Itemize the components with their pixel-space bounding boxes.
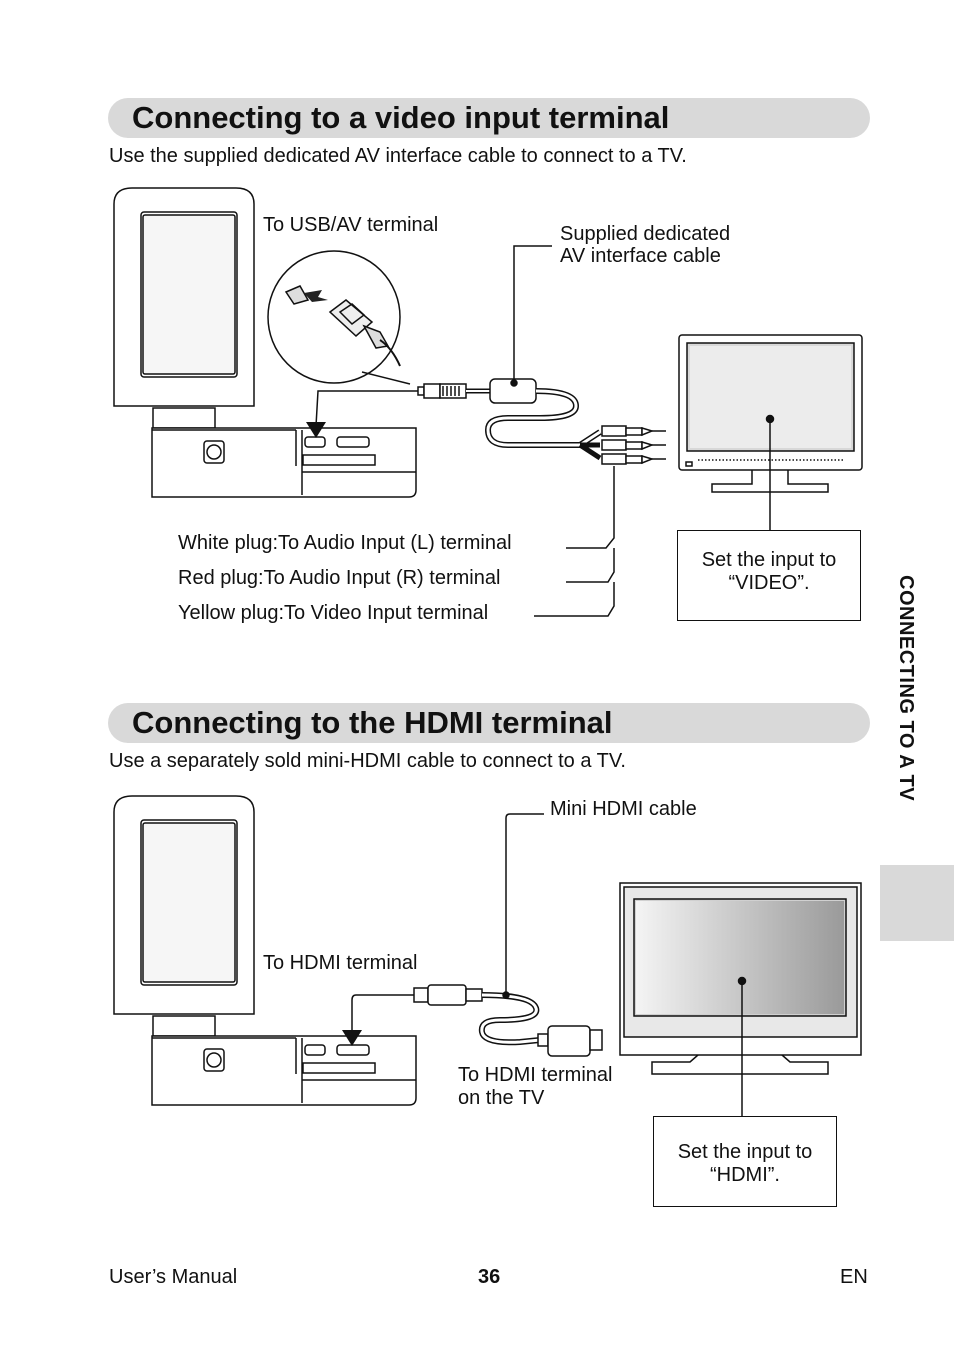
av-cable bbox=[306, 378, 666, 465]
section2-heading: Connecting to the HDMI terminal bbox=[132, 705, 613, 740]
white-plug-label: White plug:To Audio Input (L) terminal bbox=[178, 532, 512, 554]
section1-intro: Use the supplied dedicated AV interface … bbox=[109, 145, 687, 167]
tv-illustration-1 bbox=[678, 334, 863, 530]
chapter-tab-marker bbox=[880, 865, 954, 941]
camera-hdmi-terminal-label: To HDMI terminal bbox=[263, 952, 418, 974]
tv-hdmi-terminal-line1: To HDMI terminal bbox=[458, 1064, 613, 1086]
section1-heading: Connecting to a video input terminal bbox=[132, 100, 670, 135]
footer-page-number: 36 bbox=[478, 1266, 501, 1288]
chapter-side-tab: CONNECTING TO A TV bbox=[895, 575, 917, 802]
hdmi-cable bbox=[342, 813, 603, 1057]
tv-input-note-hdmi: Set the input to “HDMI”. bbox=[653, 1116, 837, 1207]
leader-lines-1 bbox=[510, 245, 615, 617]
footer-language: EN bbox=[840, 1266, 868, 1288]
red-plug-label: Red plug:To Audio Input (R) terminal bbox=[178, 567, 501, 589]
tv-input-note-video-line1: Set the input to bbox=[701, 549, 837, 571]
usb-av-plug-magnifier bbox=[267, 250, 411, 385]
tv-input-note-video-line2: “VIDEO”. bbox=[728, 572, 810, 594]
camera-illustration-2 bbox=[113, 795, 417, 1106]
cable-label-line1: Supplied dedicated bbox=[560, 223, 731, 245]
tv-hdmi-terminal-line2: on the TV bbox=[458, 1087, 545, 1109]
section2-intro: Use a separately sold mini-HDMI cable to… bbox=[109, 750, 626, 772]
tv-input-note-hdmi-line1: Set the input to bbox=[677, 1141, 813, 1163]
mini-hdmi-cable-label: Mini HDMI cable bbox=[550, 798, 697, 820]
footer-manual-title: User’s Manual bbox=[109, 1266, 238, 1288]
tv-input-note-hdmi-line2: “HDMI”. bbox=[710, 1164, 780, 1186]
usb-av-terminal-label: To USB/AV terminal bbox=[263, 214, 439, 236]
section1-heading-bar: Connecting to a video input terminal bbox=[108, 98, 870, 138]
tv-illustration-2 bbox=[619, 882, 862, 1117]
yellow-plug-label: Yellow plug:To Video Input terminal bbox=[178, 602, 489, 624]
camera-illustration-1 bbox=[113, 187, 417, 498]
section2-heading-bar: Connecting to the HDMI terminal bbox=[108, 703, 870, 743]
cable-label-line2: AV interface cable bbox=[560, 245, 721, 267]
tv-input-note-video: Set the input to “VIDEO”. bbox=[677, 530, 861, 621]
